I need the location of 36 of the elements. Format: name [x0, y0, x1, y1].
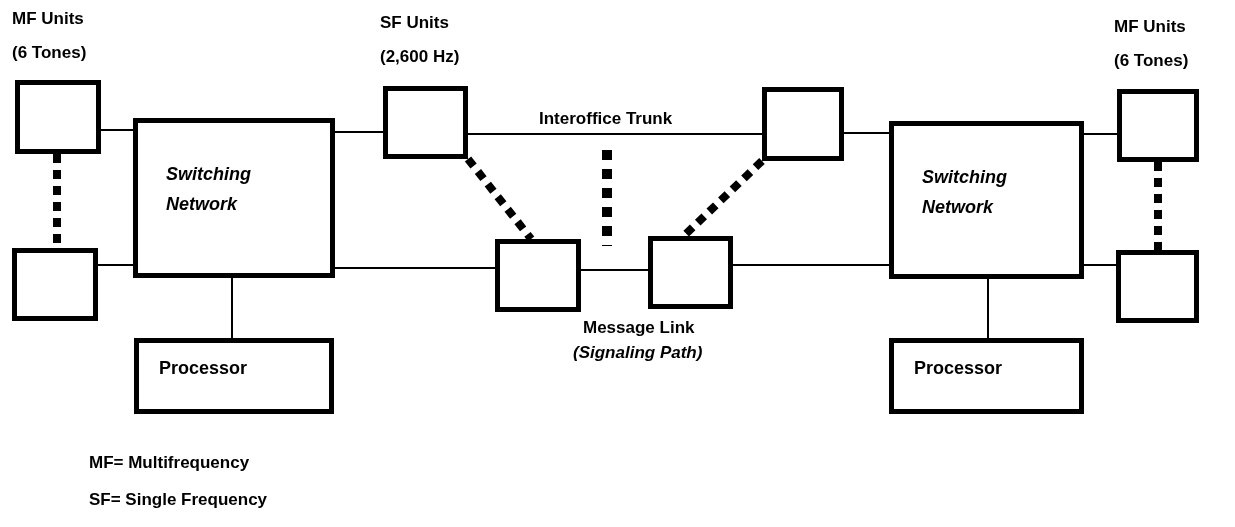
- connector-line: [231, 277, 233, 339]
- connector-line: [334, 267, 496, 269]
- node-title: Switching Network: [922, 166, 1008, 219]
- unit-box: [12, 248, 98, 321]
- unit-box: [1117, 89, 1199, 162]
- unit-box: [648, 236, 733, 309]
- unit-box: [383, 86, 468, 159]
- abbreviation-note: MF= Multifrequency: [89, 453, 250, 473]
- unit-box: [495, 239, 581, 312]
- unit-caption: SF Units (2,600 Hz): [380, 12, 461, 68]
- node-title: Switching Network: [166, 163, 252, 216]
- switching-network-box: [889, 121, 1084, 279]
- unit-caption: MF Units (6 Tones): [12, 8, 88, 64]
- processor-box: [134, 338, 334, 414]
- link-label: (Signaling Path): [573, 343, 703, 363]
- connector-line: [1083, 264, 1117, 266]
- connector-line: [843, 132, 890, 134]
- connector-line: [100, 129, 134, 131]
- connector-line: [732, 264, 890, 266]
- connector-line: [580, 269, 649, 271]
- node-label: Processor: [914, 357, 1003, 380]
- connector-line: [334, 131, 384, 133]
- dotted-link: [1154, 162, 1162, 250]
- unit-box: [15, 80, 101, 154]
- abbreviation-note: SF= Single Frequency: [89, 490, 268, 510]
- connector-line: [97, 264, 134, 266]
- connector-line: [1083, 133, 1118, 135]
- unit-box: [1116, 250, 1199, 323]
- link-label: Message Link: [583, 318, 695, 338]
- unit-caption: MF Units (6 Tones): [1114, 16, 1190, 72]
- connector-line: [467, 133, 763, 135]
- connector-line: [987, 278, 989, 339]
- unit-box: [762, 87, 844, 161]
- node-label: Processor: [159, 357, 248, 380]
- switching-network-box: [133, 118, 335, 278]
- processor-box: [889, 338, 1084, 414]
